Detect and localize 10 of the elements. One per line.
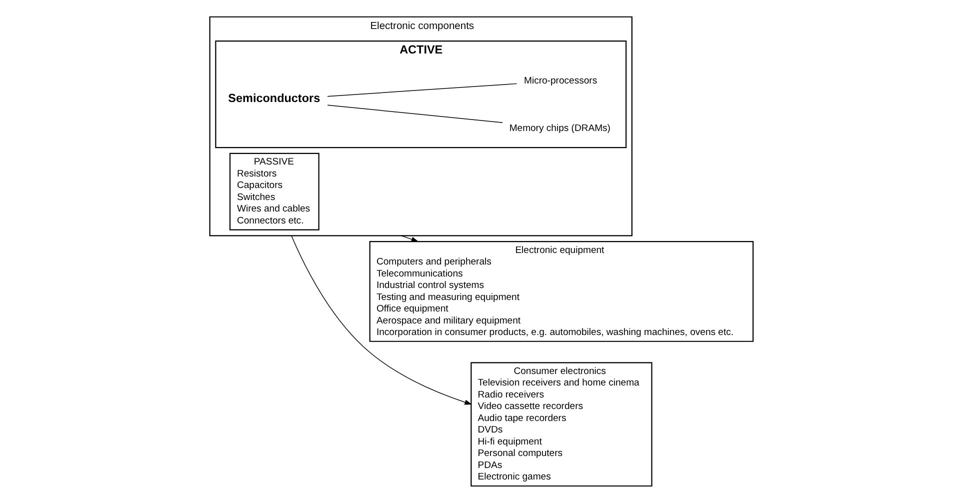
node-text: Semiconductors <box>228 92 320 105</box>
node-text: Memory chips (DRAMs) <box>509 122 610 134</box>
connector <box>327 83 518 97</box>
arrow <box>400 235 419 242</box>
node-box: Electronic equipment Computers and peripherals Telecommunications Industrial control systems Testing and measuring equipment Office equipment Aerospace and military equipment Incorporation in consumer products, e.g. automobiles, washing machines, ovens etc. <box>369 240 754 342</box>
node-text: Micro-processors <box>524 75 598 86</box>
connector <box>327 104 503 123</box>
arrow <box>291 235 472 405</box>
node-box: PASSIVE Resistors Capacitors Switches Wires and cables Connectors etc. <box>229 152 320 230</box>
node-box: Consumer electronics Television receivers and home cinema Radio receivers Video cassette recorders Audio tape recorders DVDs Hi-fi equipment Personal computers PDAs Electronic games <box>470 362 652 487</box>
